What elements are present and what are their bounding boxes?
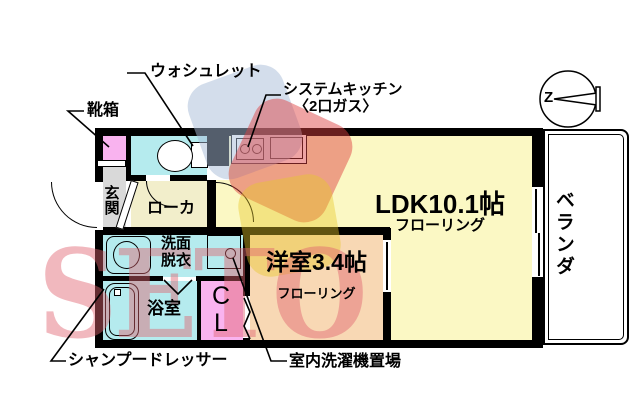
label-kitchen-line2: 〈2口ガス〉 [294, 98, 378, 115]
room-western [250, 235, 383, 341]
wall [196, 276, 243, 281]
window-sash [535, 189, 537, 233]
wall [95, 128, 543, 136]
compass [539, 70, 601, 128]
label-ldk-floor: フローリング [394, 217, 485, 234]
leader-shoebox [65, 110, 110, 148]
wall [532, 278, 543, 348]
sliding-door-line [386, 242, 388, 290]
veranda [543, 129, 629, 345]
folding-door-closet [243, 297, 251, 340]
leader-washlet [127, 72, 194, 147]
wall [126, 175, 146, 181]
window-ldk-veranda [532, 186, 543, 278]
wall [532, 128, 543, 186]
label-washroom: 洗面 脱衣 [152, 235, 200, 269]
leader-shampoo-dresser [49, 288, 105, 362]
wall [197, 281, 201, 341]
wall [207, 180, 216, 235]
room-closet [201, 281, 243, 341]
label-western-floor: フローリング [277, 286, 356, 301]
label-veranda: ベランダ [552, 190, 574, 278]
entrance-step [97, 160, 126, 167]
folding-door-washroom [163, 279, 193, 296]
leader-washing-machine [232, 257, 287, 362]
compass-bar [595, 86, 601, 112]
washer-drain [225, 248, 236, 259]
label-closet-line1: C [211, 282, 231, 310]
label-shoe-box: 靴箱 [87, 102, 120, 119]
label-corridor: ローカ [147, 200, 196, 217]
doorway-entrance [95, 182, 103, 230]
veranda-inner-line [548, 134, 624, 340]
washbasin-bowl [113, 241, 140, 269]
leader-kitchen [247, 94, 281, 148]
bath-faucet [114, 289, 121, 296]
doorway-toilet [146, 175, 170, 181]
wall [383, 292, 391, 348]
wall [243, 338, 250, 348]
wall [95, 340, 543, 348]
label-western: 洋室3.4帖 [266, 249, 367, 275]
label-washing-machine: 室内洗濯機置場 [289, 353, 402, 370]
label-washlet: ウォシュレット [150, 63, 262, 80]
label-closet: C L [205, 283, 237, 337]
compass-letter: Z [544, 89, 554, 106]
label-ldk: LDK10.1帖 [374, 189, 506, 219]
wall [383, 228, 391, 240]
label-washroom-line1: 洗面 [160, 235, 191, 252]
wall [243, 235, 250, 296]
label-washroom-line2: 脱衣 [160, 251, 191, 269]
bathtub-inner [109, 287, 135, 336]
wall [95, 227, 390, 235]
label-kitchen-line1: システムキッチン [283, 81, 403, 98]
wall [95, 128, 103, 182]
label-bathroom: 浴室 [147, 299, 181, 318]
wall [95, 230, 103, 348]
label-closet-line2: L [214, 309, 228, 337]
doorway-closet [243, 296, 250, 338]
wall [126, 128, 131, 180]
label-shampoo-dresser: シャンプードレッサー [68, 352, 228, 369]
window-sash [538, 233, 540, 276]
label-entrance: 玄関 [102, 185, 120, 215]
wall [103, 276, 163, 281]
